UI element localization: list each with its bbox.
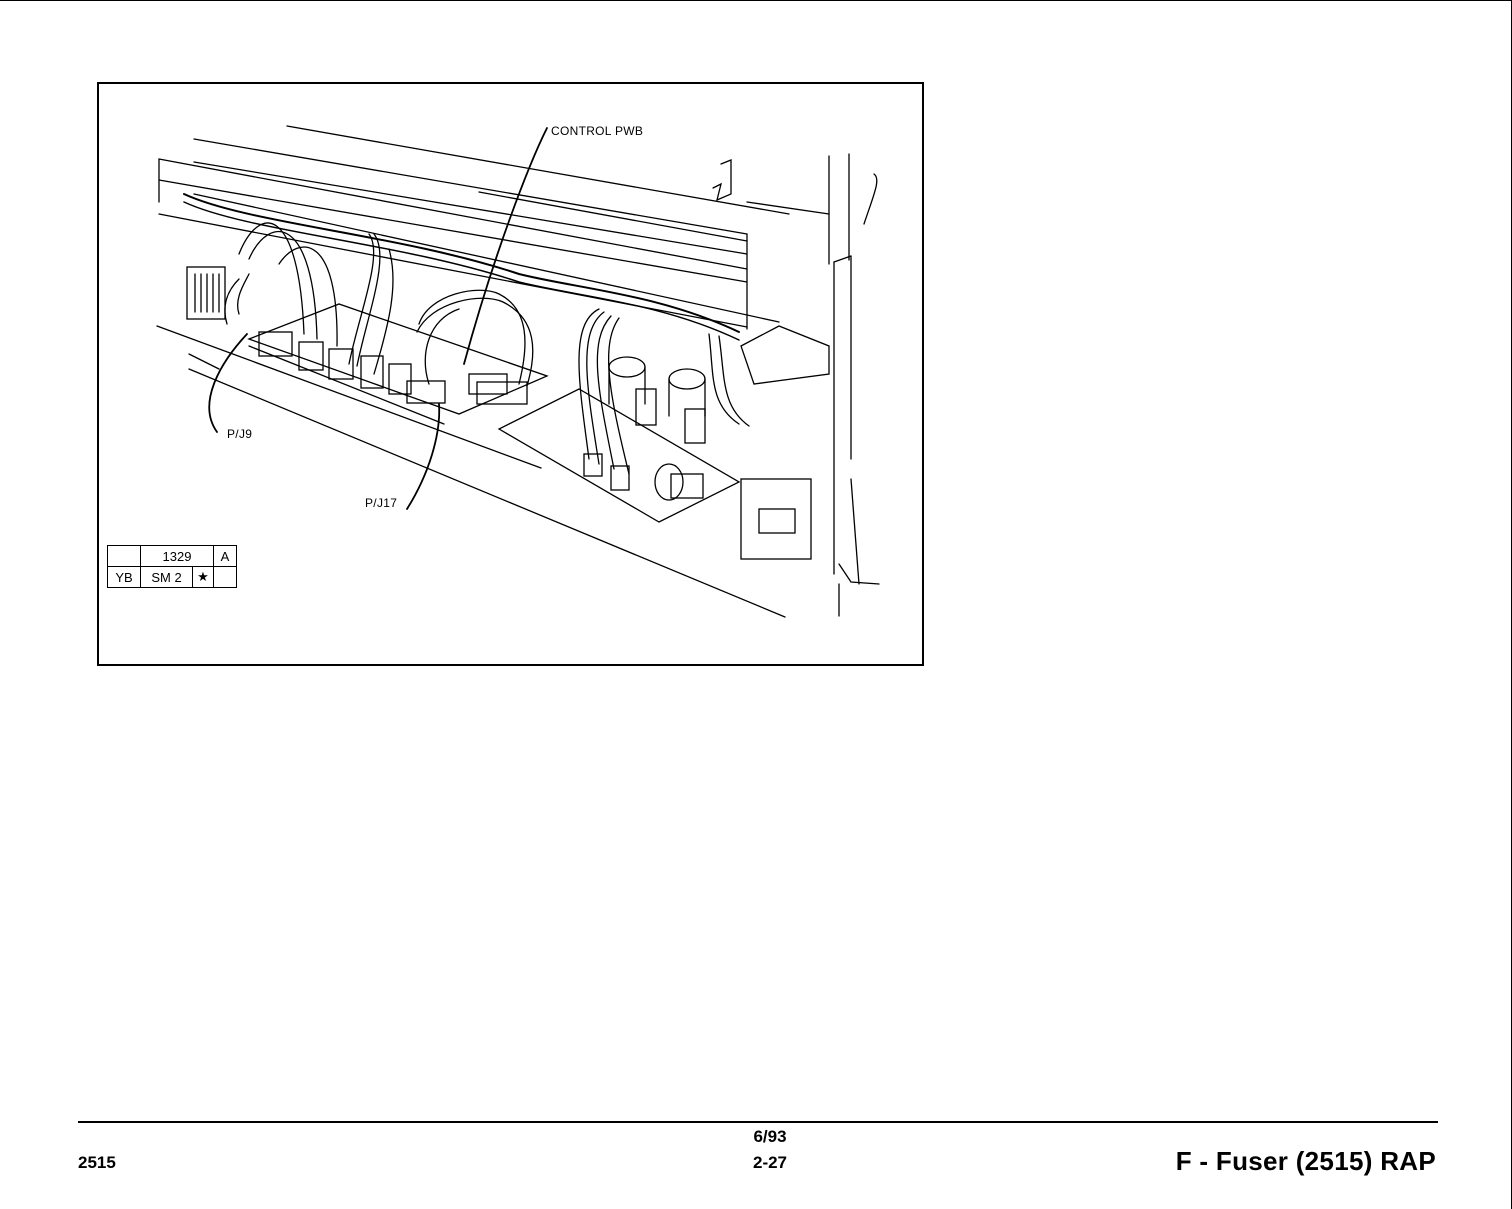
- reference-cell: A: [214, 546, 237, 567]
- page-top-border: [0, 0, 1512, 1]
- pj17-callout: P/J17: [365, 496, 397, 510]
- footer-section-title: F - Fuser (2515) RAP: [1176, 1146, 1436, 1177]
- footer-model: 2515: [78, 1153, 116, 1173]
- reference-cell: [108, 546, 141, 567]
- footer-date: 6/93: [740, 1127, 800, 1147]
- reference-table-row: YB SM 2 ★: [108, 567, 237, 588]
- reference-cell: 1329: [141, 546, 214, 567]
- figure-reference-table: 1329 A YB SM 2 ★: [107, 545, 237, 588]
- reference-cell: ★: [193, 567, 214, 588]
- footer-rule: [78, 1121, 1438, 1123]
- footer-page-number: 2-27: [740, 1153, 800, 1173]
- wiring-illustration: CONTROL PWB P/J9 P/J17 1329 A YB SM 2 ★: [97, 82, 924, 666]
- reference-table-row: 1329 A: [108, 546, 237, 567]
- reference-cell: SM 2: [141, 567, 193, 588]
- pj9-callout: P/J9: [227, 427, 252, 441]
- control-pwb-callout: CONTROL PWB: [551, 124, 643, 138]
- reference-cell: YB: [108, 567, 141, 588]
- reference-cell: [214, 567, 237, 588]
